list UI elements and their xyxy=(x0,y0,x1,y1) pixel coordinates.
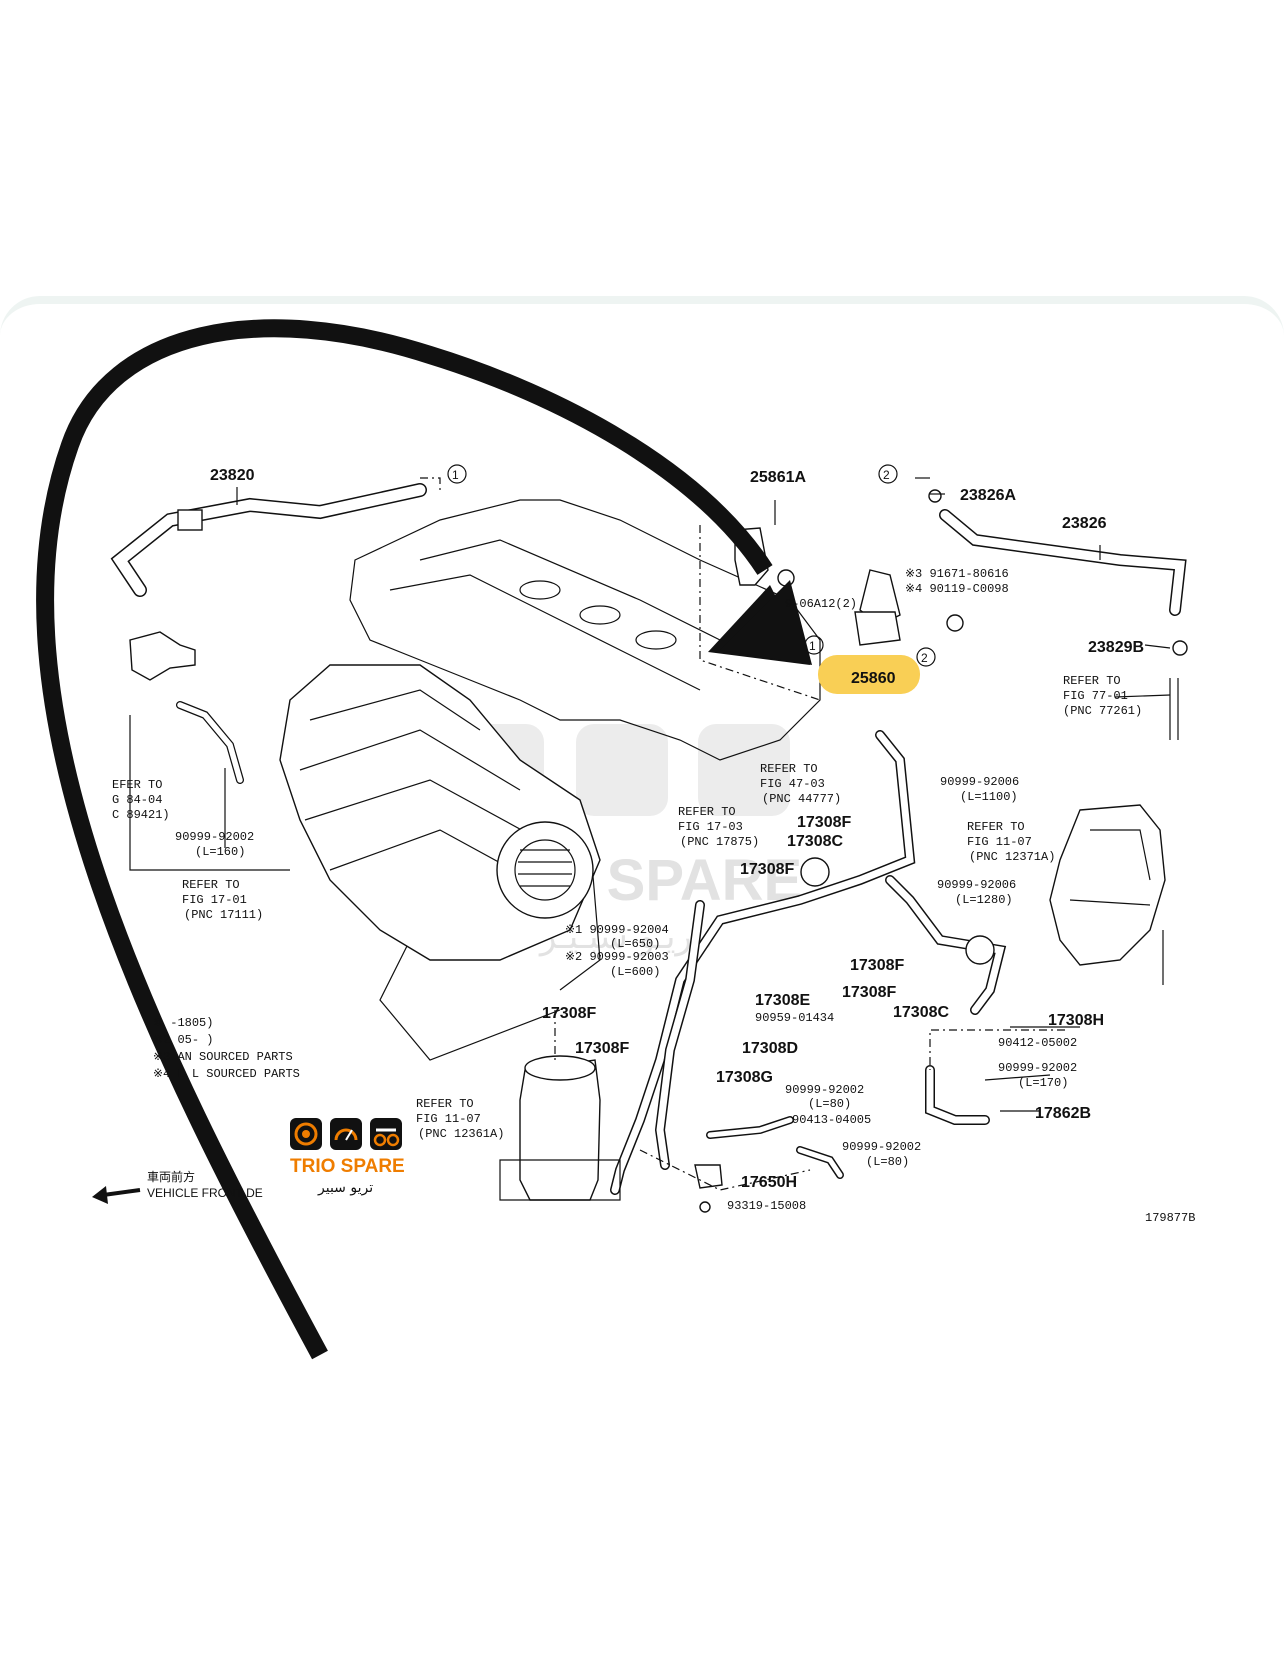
note-90119: ※4 90119-C0098 xyxy=(905,582,1009,596)
legend-line-4: ※4 L L SOURCED PARTS xyxy=(153,1067,300,1081)
refer-1703-line2: FIG 17-03 xyxy=(678,820,743,834)
part-17308F-5: 17308F xyxy=(542,1005,596,1022)
refer-8404-line2: G 84-04 xyxy=(112,793,162,807)
circle-markers: 1 2 1 2 xyxy=(447,464,936,667)
refer-1703-line1: REFER TO xyxy=(678,805,736,819)
intake-manifold xyxy=(279,664,601,961)
part-17650H: 17650H xyxy=(741,1174,797,1191)
refer-blocks: REFER TO FIG 77-01 (PNC 77261) REFER TO … xyxy=(112,674,1142,1141)
marker-1-a: 1 xyxy=(452,468,459,482)
hose-5-part: ※2 90999-92003 xyxy=(565,950,669,964)
brand-logo: TRIO SPARE تريو سبير xyxy=(290,1118,405,1196)
vehicle-front-jp: 車両前方 xyxy=(147,1169,195,1184)
part-25860: 25860 xyxy=(851,670,896,687)
refer-1107a-line2: FIG 11-07 xyxy=(967,835,1032,849)
part-17308F-6: 17308F xyxy=(575,1040,629,1057)
hose-2-part: 90999-92006 xyxy=(937,878,1016,892)
refer-1701-line2: FIG 17-01 xyxy=(182,893,247,907)
part-17308G: 17308G xyxy=(716,1069,773,1086)
engine-mount-left xyxy=(499,1055,621,1201)
hose-6-part: 90999-92002 xyxy=(998,1061,1077,1075)
vehicle-front-en: VEHICLE FRONT DE xyxy=(147,1186,263,1200)
marker-2-a: 2 xyxy=(883,468,890,482)
refer-47-line2: FIG 47-03 xyxy=(760,777,825,791)
hose-8-length: (L=80) xyxy=(866,1155,909,1169)
part-17308D: 17308D xyxy=(742,1040,798,1057)
refer-1107b-line3: (PNC 12361A) xyxy=(418,1127,504,1141)
sensor-left xyxy=(129,631,244,784)
left-arrow-icon xyxy=(92,1186,108,1204)
legend-line-2: ※2 05- ) xyxy=(153,1033,213,1047)
legend-line-1: ※ -1805) xyxy=(153,1016,213,1030)
hose-23820 xyxy=(110,483,427,597)
engine-head-outline xyxy=(349,499,821,1061)
highlight-pill xyxy=(818,655,920,694)
leader-lines xyxy=(129,477,1171,1191)
part-17308F-4: 17308F xyxy=(842,984,896,1001)
hose-5-length: (L=600) xyxy=(610,965,660,979)
pointer-arrow xyxy=(36,319,812,1360)
refer-1107b-line2: FIG 11-07 xyxy=(416,1112,481,1126)
part-90413: 90413-04005 xyxy=(792,1113,871,1127)
refer-8404-line3: C 89421) xyxy=(112,808,170,822)
legend: ※ -1805) ※2 05- ) ※3 AN SOURCED PARTS ※4… xyxy=(153,1016,300,1081)
part-23826: 23826 xyxy=(1062,515,1107,532)
refer-1107a-line1: REFER TO xyxy=(967,820,1025,834)
marker-1-b: 1 xyxy=(809,639,816,653)
hose-7-length: (L=80) xyxy=(808,1097,851,1111)
part-23829B: 23829B xyxy=(1088,639,1144,656)
part-17308F-1: 17308F xyxy=(797,814,851,831)
refer-1703-line3: (PNC 17875) xyxy=(680,835,759,849)
part-90959: 90959-01434 xyxy=(755,1011,834,1025)
part-23820: 23820 xyxy=(210,467,255,484)
refer-47-line1: REFER TO xyxy=(760,762,818,776)
hose-4-length: (L=650) xyxy=(610,937,660,951)
part-23826A: 23826A xyxy=(960,487,1016,504)
hose-1-length: (L=1100) xyxy=(960,790,1018,804)
hose-3-part: 90999-92002 xyxy=(175,830,254,844)
part-17308H: 17308H xyxy=(1048,1012,1104,1029)
hose-23826 xyxy=(928,489,1188,740)
marker-2-b: 2 xyxy=(921,651,928,665)
refer-77-line3: (PNC 77261) xyxy=(1063,704,1142,718)
hose-8-part: 90999-92002 xyxy=(842,1140,921,1154)
brand-name: TRIO SPARE xyxy=(290,1156,405,1177)
diagram-id: 179877B xyxy=(1145,1211,1195,1225)
part-17308C-2: 17308C xyxy=(893,1004,949,1021)
refer-77-line2: FIG 77-01 xyxy=(1063,689,1128,703)
hose-2-length: (L=1280) xyxy=(955,893,1013,907)
vacuum-hoses xyxy=(610,730,1007,1195)
hose-3-length: (L=160) xyxy=(195,845,245,859)
part-labels: 23820 25861A 23826A 23826 23829B 25860 ※… xyxy=(210,467,1144,1213)
note-06A12: 9-06A12(2) xyxy=(785,597,857,611)
note-91671: ※3 91671-80616 xyxy=(905,567,1009,581)
refer-77-line1: REFER TO xyxy=(1063,674,1121,688)
part-17308F-3: 17308F xyxy=(850,957,904,974)
hose-6-length: (L=170) xyxy=(1018,1076,1068,1090)
refer-8404-line1: EFER TO xyxy=(112,778,162,792)
brand-arabic: تريو سبير xyxy=(317,1180,373,1196)
vehicle-front-indicator: 車両前方 VEHICLE FRONT DE xyxy=(92,1169,263,1204)
refer-1701-line3: (PNC 17111) xyxy=(184,908,263,922)
hose-7-part: 90999-92002 xyxy=(785,1083,864,1097)
part-17308E: 17308E xyxy=(755,992,810,1009)
refer-1107b-line1: REFER TO xyxy=(416,1097,474,1111)
part-17308F-2: 17308F xyxy=(740,861,794,878)
hose-4-part: ※1 90999-92004 xyxy=(565,923,669,937)
refer-1701-line1: REFER TO xyxy=(182,878,240,892)
part-25861A: 25861A xyxy=(750,469,806,486)
refer-1107a-line3: (PNC 12371A) xyxy=(969,850,1055,864)
legend-line-3: ※3 AN SOURCED PARTS xyxy=(153,1050,293,1064)
refer-47-line3: (PNC 44777) xyxy=(762,792,841,806)
part-90412: 90412-05002 xyxy=(998,1036,1077,1050)
engine-mount-right xyxy=(1049,804,1166,985)
hose-labels: 90999-92006 (L=1100) 90999-92006 (L=1280… xyxy=(175,775,1077,1169)
part-17862B: 17862B xyxy=(1035,1105,1091,1122)
part-93319: 93319-15008 xyxy=(727,1199,806,1213)
part-17308C-1: 17308C xyxy=(787,833,843,850)
solenoid-17650H xyxy=(694,1164,723,1213)
hose-1-part: 90999-92006 xyxy=(940,775,1019,789)
